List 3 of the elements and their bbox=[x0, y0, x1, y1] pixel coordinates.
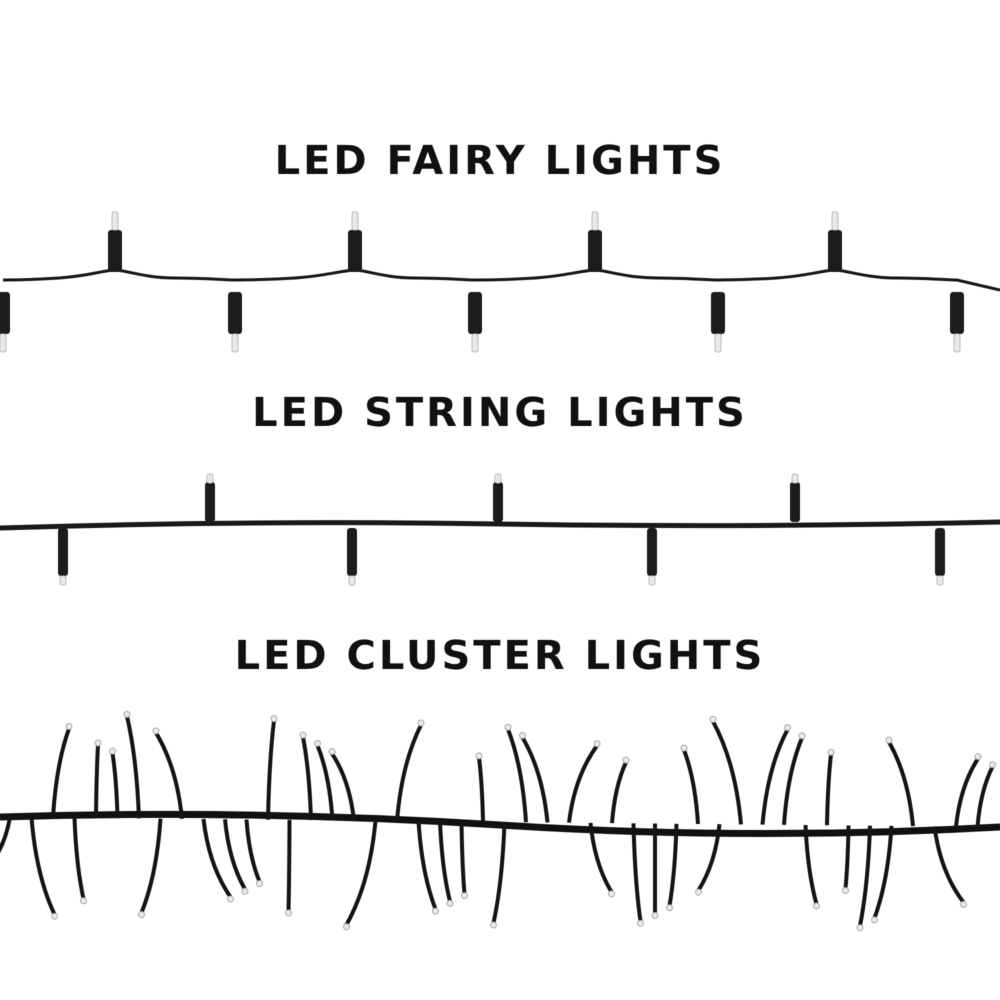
heading: LED CLUSTER LIGHTS bbox=[234, 633, 766, 679]
heading: LED STRING LIGHTS bbox=[252, 390, 748, 436]
heading: LED FAIRY LIGHTS bbox=[274, 138, 726, 184]
